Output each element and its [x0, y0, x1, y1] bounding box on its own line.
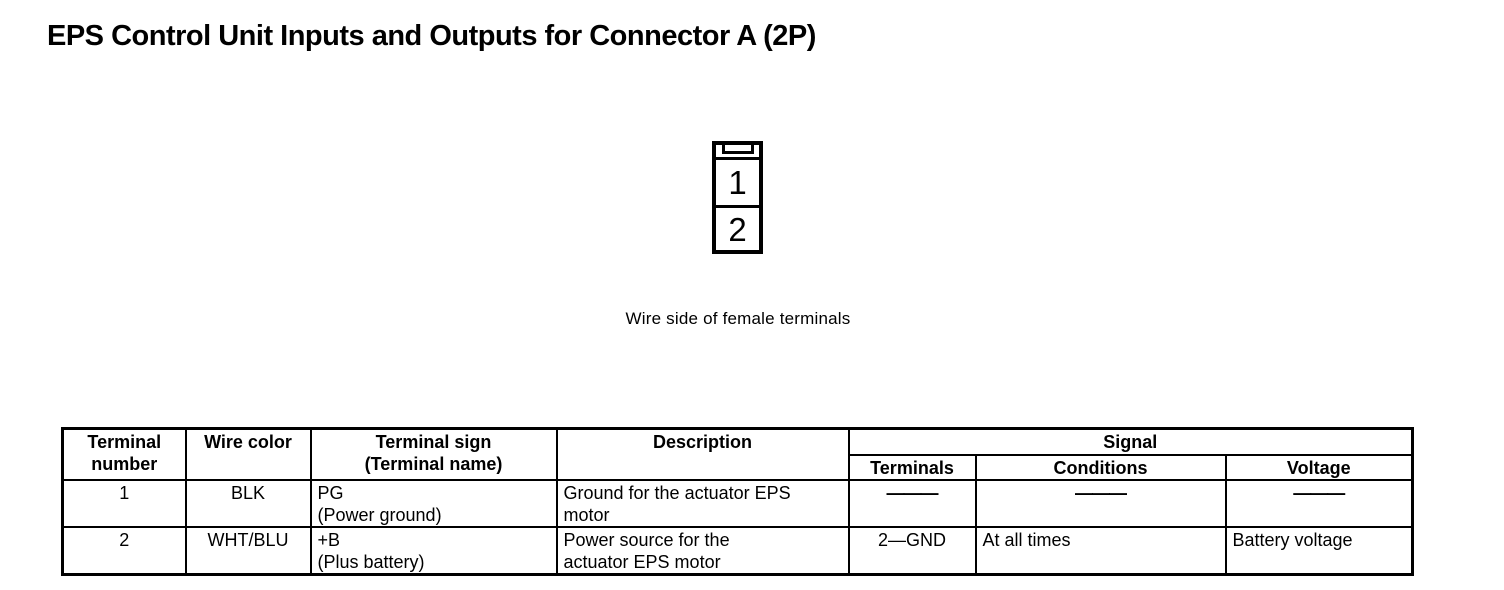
- cell-signal-voltage: ———: [1224, 478, 1414, 528]
- cell-signal-terminals: ———: [847, 478, 977, 528]
- col-header-description: Description: [555, 427, 850, 481]
- connector-a-2p-diagram: 1 2: [712, 141, 763, 254]
- cell-terminal-number: 2: [61, 525, 187, 576]
- table-row-terminal-1: 1 BLK PG (Power ground) Ground for the a…: [61, 478, 1414, 528]
- header-row-sub: Terminals Conditions Voltage: [63, 453, 1414, 481]
- io-table: Terminal number Wire color Terminal sign…: [61, 427, 1415, 576]
- cell-signal-voltage: Battery voltage: [1224, 525, 1414, 576]
- connector-latch-notch: [721, 145, 754, 154]
- cell-description: Power source for the actuator EPS motor: [555, 525, 850, 576]
- connector-pin-1: 1: [716, 160, 759, 208]
- col-header-voltage: Voltage: [1224, 453, 1414, 481]
- cell-signal-terminals: 2—GND: [847, 525, 977, 576]
- cell-signal-conditions: At all times: [974, 525, 1227, 576]
- col-header-conditions: Conditions: [974, 453, 1227, 481]
- col-header-terminal-sign: Terminal sign (Terminal name): [309, 427, 558, 481]
- cell-description: Ground for the actuator EPS motor: [555, 478, 850, 528]
- cell-wire-color: BLK: [184, 478, 312, 528]
- col-header-signal: Signal: [847, 427, 1414, 456]
- table-row-terminal-2: 2 WHT/BLU +B (Plus battery) Power source…: [61, 525, 1414, 576]
- cell-wire-color: WHT/BLU: [184, 525, 312, 576]
- col-header-terminals: Terminals: [847, 453, 977, 481]
- diagram-caption: Wire side of female terminals: [625, 309, 851, 328]
- cell-signal-conditions: ———: [974, 478, 1227, 528]
- cell-terminal-number: 1: [61, 478, 187, 528]
- connector-pin-2: 2: [728, 210, 747, 248]
- header-row-top: Terminal number Wire color Terminal sign…: [61, 427, 1414, 481]
- col-header-terminal-number: Terminal number: [61, 427, 187, 481]
- col-header-wire-color: Wire color: [184, 427, 312, 481]
- connector-latch: [716, 145, 759, 160]
- page-title: EPS Control Unit Inputs and Outputs for …: [47, 20, 816, 52]
- cell-terminal-sign: PG (Power ground): [309, 478, 558, 528]
- cell-terminal-sign: +B (Plus battery): [309, 525, 558, 576]
